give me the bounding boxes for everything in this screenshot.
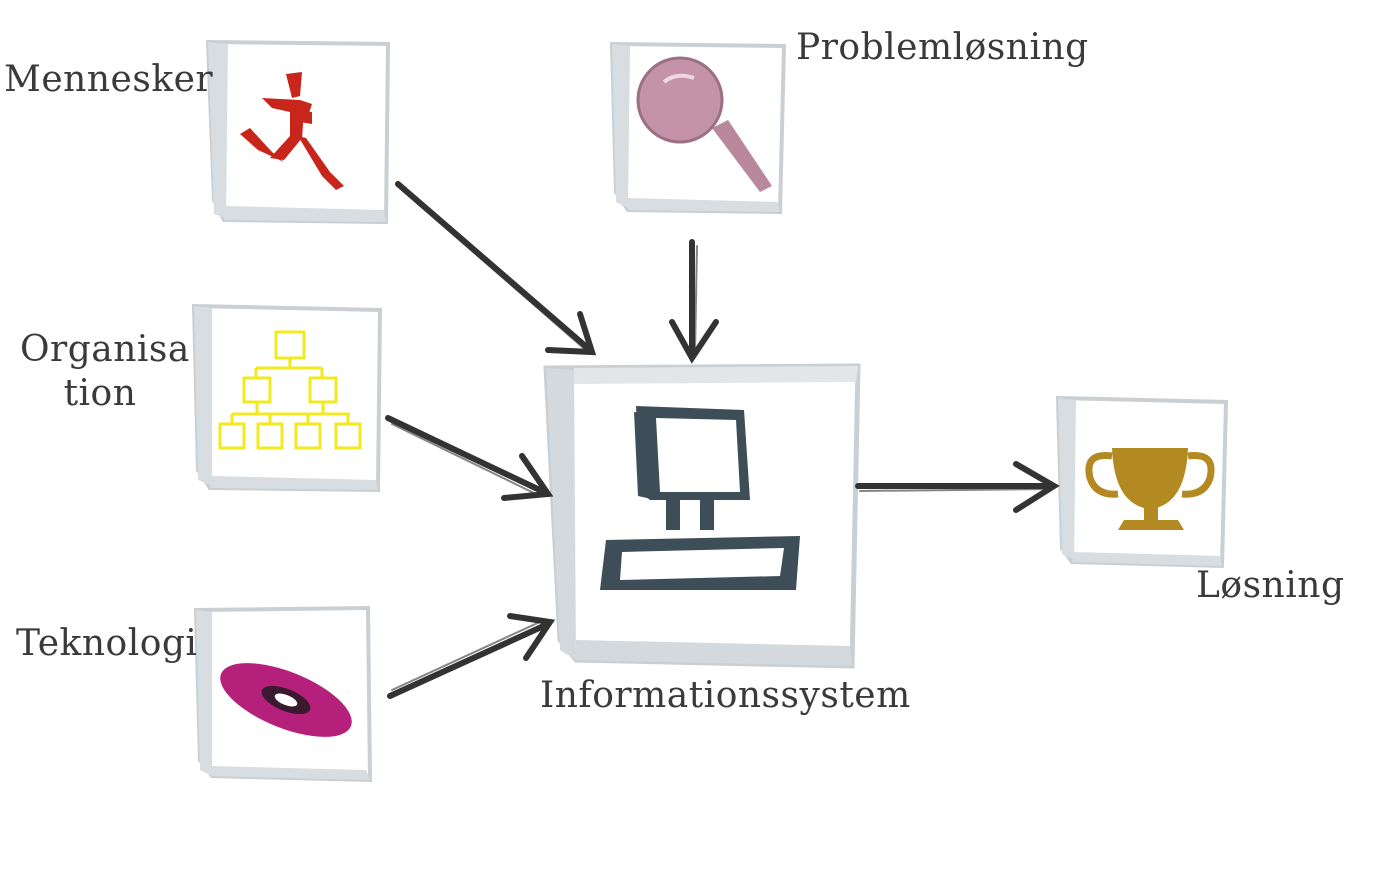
people-label: Mennesker: [4, 59, 214, 100]
organisation-frame: [191, 303, 383, 493]
trophy-icon: [1085, 448, 1215, 530]
solution-label: Løsning: [1196, 565, 1345, 606]
arrows: [385, 181, 1060, 699]
organisation-label-line1: Organisa: [20, 329, 190, 370]
computer-icon: [600, 406, 800, 590]
disc-icon: [220, 663, 352, 737]
arrow-system-to-solution: [855, 461, 1060, 513]
arrow-people-to-system: [395, 181, 597, 356]
organisation-label-line2: tion: [63, 373, 137, 414]
information-system-label: Informationssystem: [540, 675, 911, 716]
arrow-technology-to-system: [387, 613, 556, 699]
running-person-icon: [240, 72, 344, 190]
org-chart-icon: [218, 330, 362, 450]
arrow-organisation-to-system: [385, 415, 554, 501]
magnifier-icon: [636, 56, 772, 192]
problem-solving-label: Problemløsning: [796, 27, 1089, 68]
arrow-problem-to-system: [669, 239, 719, 364]
organisation-label: Organisa tion: [20, 328, 190, 416]
technology-label: Teknologi: [16, 623, 198, 664]
